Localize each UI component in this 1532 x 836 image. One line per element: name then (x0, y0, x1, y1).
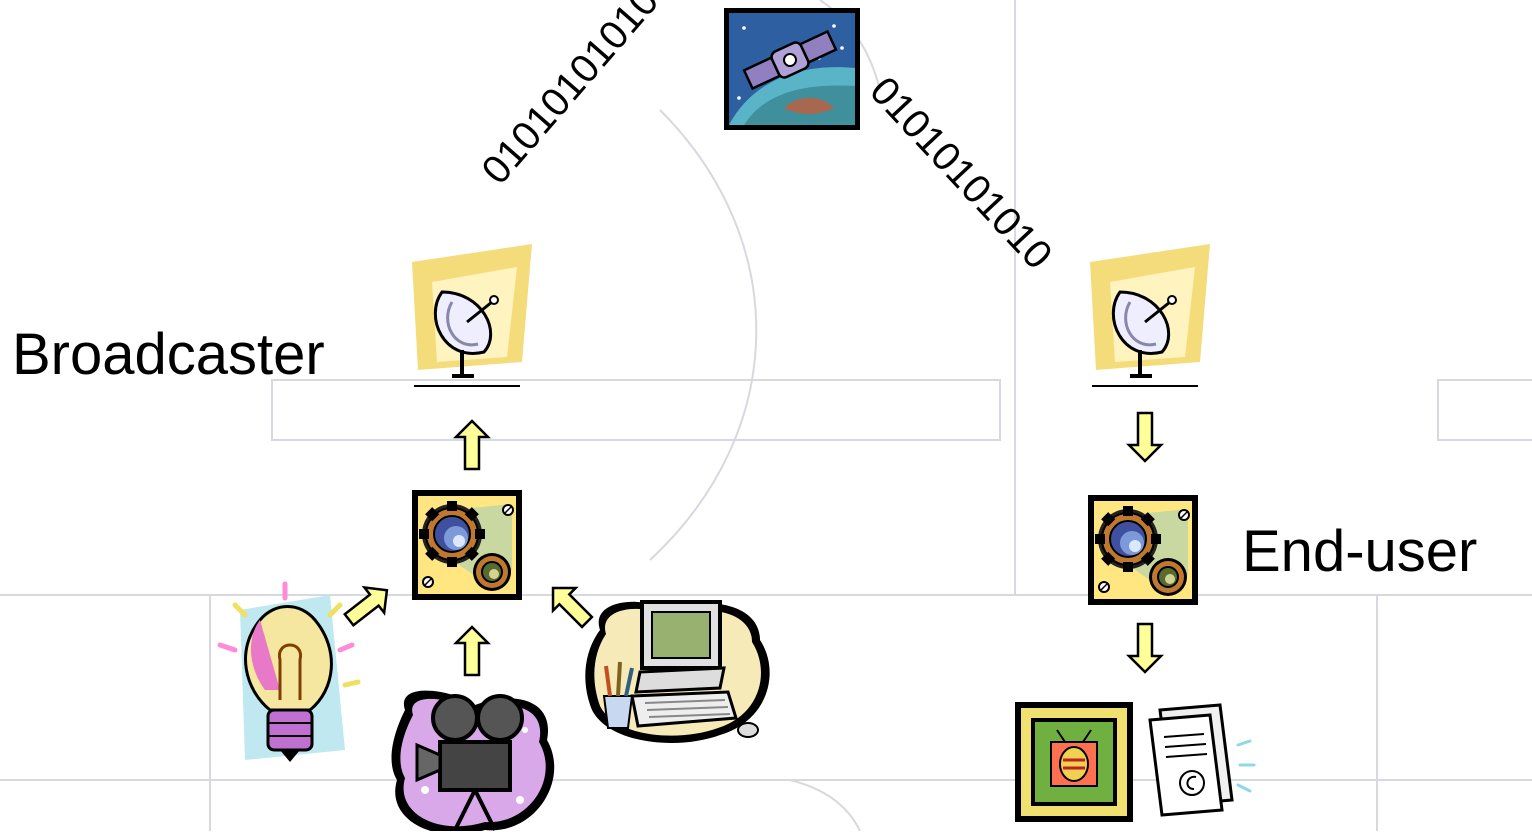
film-camera-icon (391, 690, 555, 835)
satellite-dish-icon (1088, 242, 1212, 388)
arrow-up (454, 625, 490, 677)
computer-icon (585, 600, 770, 743)
end-user-label: End-user (1242, 519, 1478, 584)
broadcaster-label: Broadcaster (12, 322, 325, 387)
lightbulb-icon (217, 581, 361, 762)
television-icon (1015, 702, 1133, 822)
arrow-down (1127, 411, 1163, 463)
gears-processor-icon (411, 489, 523, 601)
arrow-diagonal (540, 575, 600, 635)
gears-processor-icon (1087, 494, 1199, 606)
document-icon (1148, 703, 1256, 817)
satellite-dish-icon (410, 242, 534, 388)
satellite-icon (724, 8, 860, 130)
arrow-down (1127, 622, 1163, 674)
arrow-up (454, 419, 490, 471)
arrow-diagonal (337, 576, 399, 634)
